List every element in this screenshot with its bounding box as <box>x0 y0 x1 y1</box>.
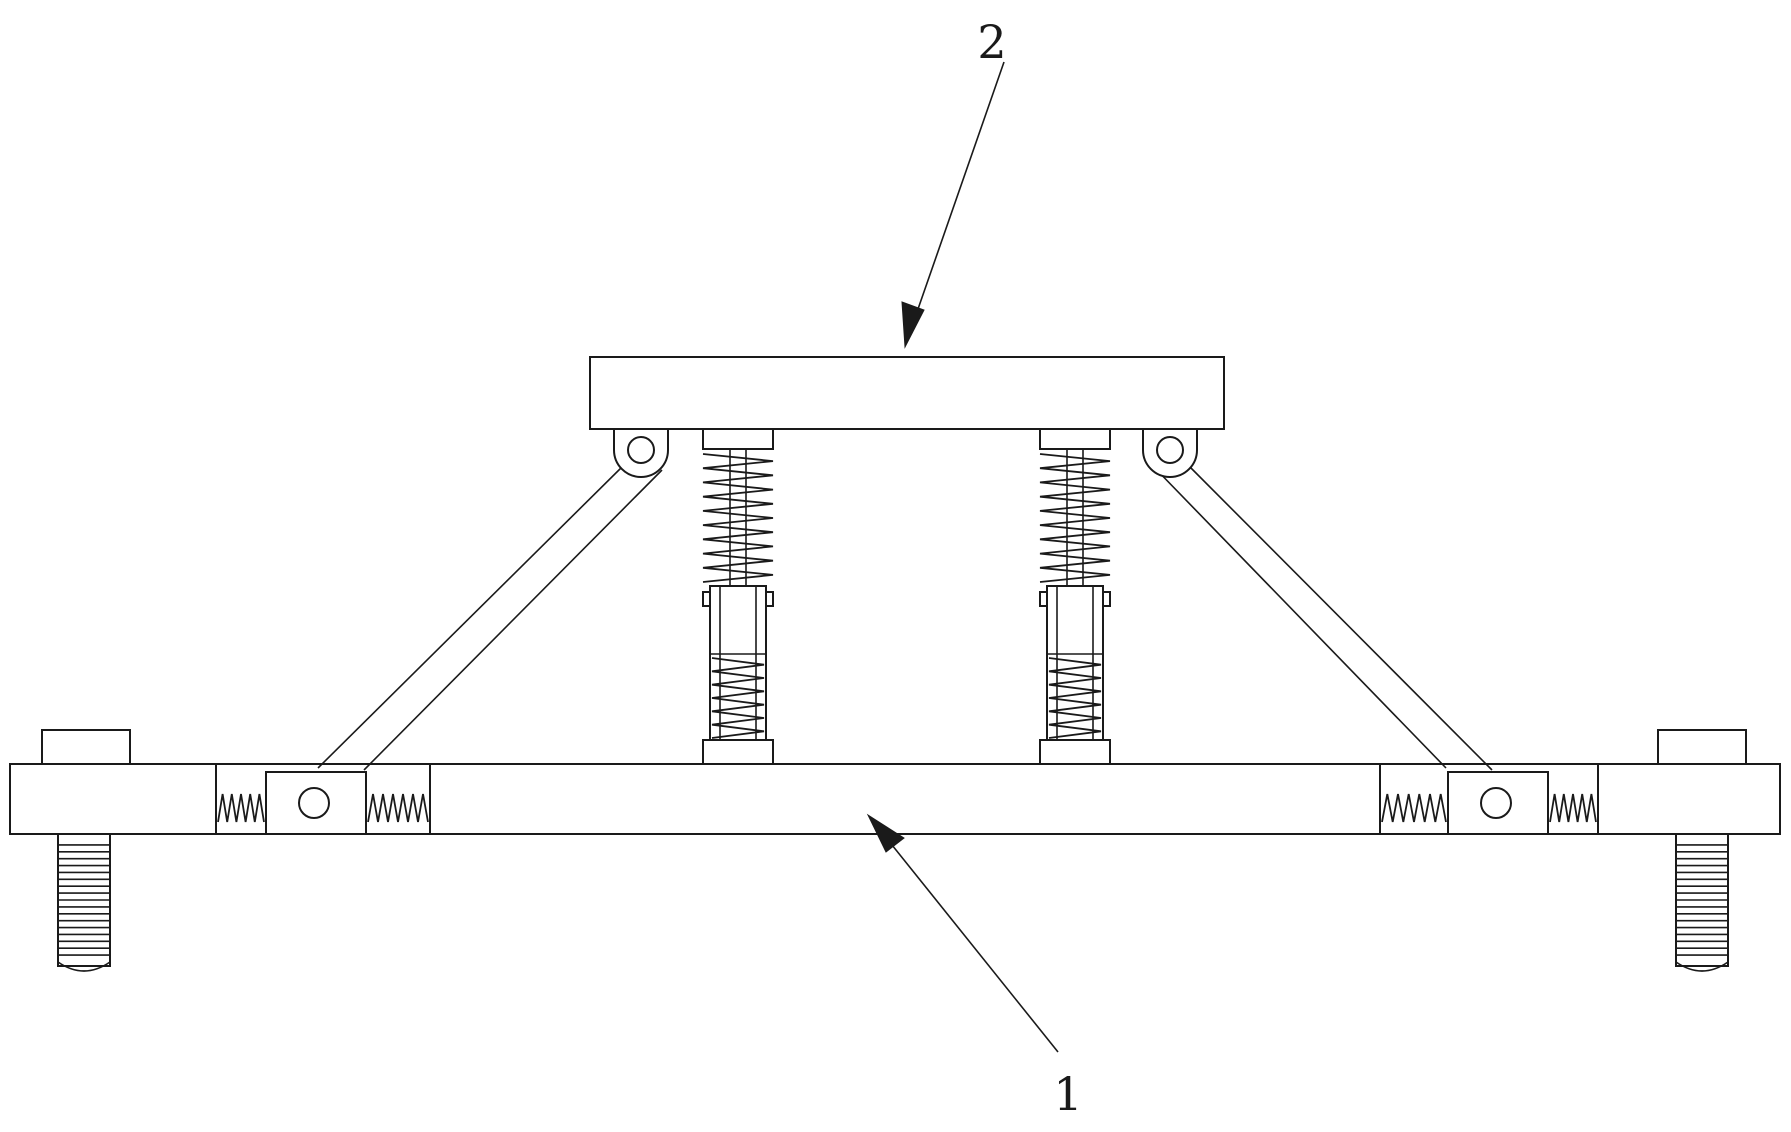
left-shock-top-cap <box>702 428 774 450</box>
right-slide-track <box>1379 763 1599 835</box>
left-bolt <box>41 729 131 972</box>
right-bolt-thread <box>1675 833 1729 972</box>
left-slider-pin <box>298 787 330 819</box>
left-shock-lower-spring <box>711 657 765 739</box>
left-link-arm <box>317 462 663 771</box>
right-link-arm <box>1149 462 1493 771</box>
right-track-spring-b <box>1549 793 1597 823</box>
left-slide-track <box>215 763 431 835</box>
label-top-plate: 2 <box>977 15 1006 69</box>
left-track-spring-a <box>217 793 265 823</box>
left-bolt-thread <box>57 833 111 972</box>
left-shock-absorber <box>702 428 774 765</box>
right-slider-pin <box>1480 787 1512 819</box>
right-hinge <box>1142 428 1198 478</box>
right-shock-upper-spring <box>1039 453 1111 583</box>
left-track-spring-b <box>367 793 429 823</box>
left-hinge-pin <box>627 436 655 464</box>
right-shock-bottom-cap <box>1039 739 1111 765</box>
leader-top-plate <box>901 61 1005 349</box>
left-shock-upper-spring <box>702 453 774 583</box>
right-hinge-pin <box>1156 436 1184 464</box>
left-hinge <box>613 428 669 478</box>
right-shock-lower-spring <box>1048 657 1102 739</box>
right-track-spring-a <box>1381 793 1447 823</box>
left-bolt-head <box>41 729 131 765</box>
right-bolt-head <box>1657 729 1747 765</box>
right-shock-absorber <box>1039 428 1111 765</box>
leader-base <box>866 813 1059 1053</box>
left-shock-bottom-cap <box>702 739 774 765</box>
right-shock-top-cap <box>1039 428 1111 450</box>
right-bolt <box>1657 729 1747 972</box>
top-plate <box>589 356 1225 430</box>
label-base: 1 <box>1053 1067 1082 1121</box>
